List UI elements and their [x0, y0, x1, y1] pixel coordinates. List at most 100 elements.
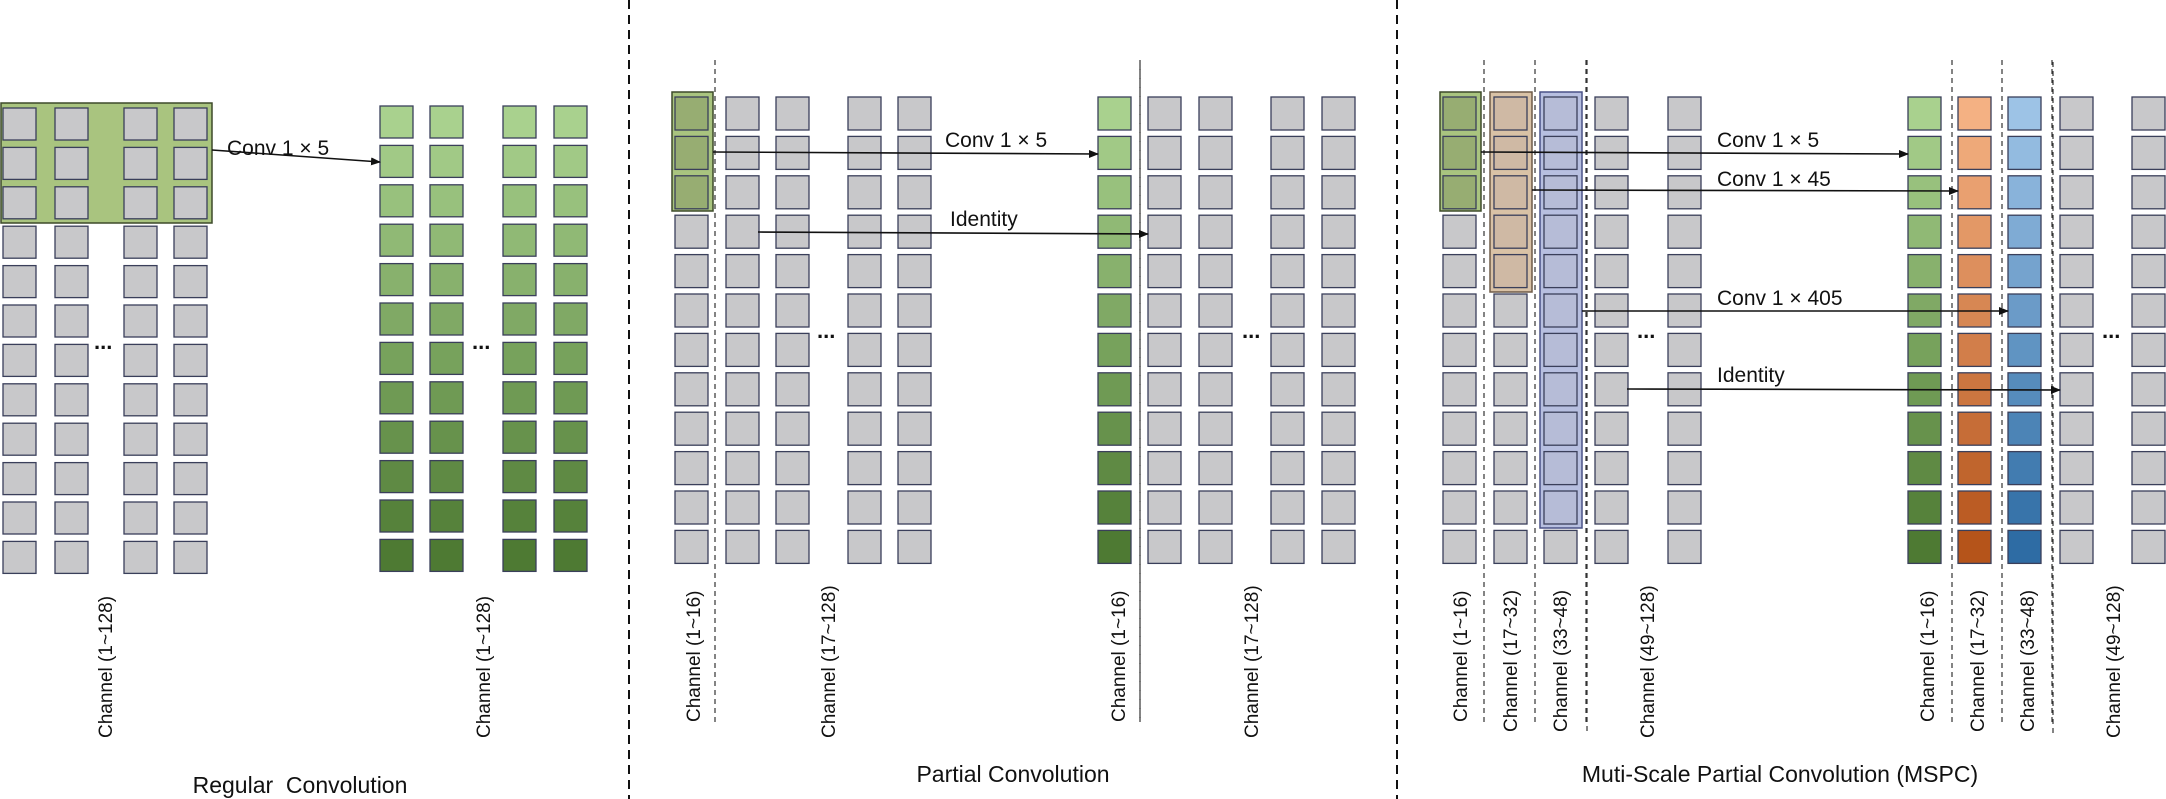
channel-cell — [1667, 450, 1702, 486]
column-label: Channel (1~16) — [684, 590, 705, 722]
channel-cell — [1493, 253, 1528, 289]
channel-cell — [1198, 450, 1233, 486]
channel-cell — [2131, 411, 2166, 446]
channel-cell — [1198, 372, 1233, 407]
channel-cell — [379, 420, 414, 454]
channel-cell — [173, 264, 208, 299]
channel-cell — [1097, 529, 1132, 565]
arrow — [1626, 385, 2061, 394]
channel-cell — [1147, 490, 1182, 525]
channel-cell — [1957, 135, 1992, 171]
channel-cell — [1147, 253, 1182, 289]
channel-cell — [379, 302, 414, 336]
channel-cell — [1270, 96, 1305, 131]
channel-cell — [2, 383, 37, 417]
channel-cell — [1543, 372, 1578, 407]
channel-cell — [1543, 96, 1578, 131]
channel-cell — [1493, 450, 1528, 486]
channel-cell — [173, 304, 208, 338]
channel-cell — [2, 304, 37, 338]
channel-cell — [1957, 411, 1992, 446]
channel-cell — [1097, 293, 1132, 328]
channel-cell — [2, 146, 37, 181]
channel-cell — [2131, 529, 2166, 565]
channel-cell — [2131, 135, 2166, 171]
channel-cell — [1667, 96, 1702, 131]
channel-cell — [502, 262, 537, 297]
channel-cell — [2007, 253, 2042, 289]
channel-cell — [1147, 293, 1182, 328]
channel-cell — [1493, 372, 1528, 407]
channel-cell — [1097, 450, 1132, 486]
channel-cell — [173, 146, 208, 181]
channel-cell — [1493, 214, 1528, 249]
channel-cell — [54, 343, 89, 378]
channel-cell — [1321, 372, 1356, 407]
channel-cell — [1321, 411, 1356, 446]
channel-cell — [54, 264, 89, 299]
channel-cell — [123, 461, 158, 496]
channel-cell — [897, 332, 932, 368]
channel-cell — [54, 304, 89, 338]
channel-cell — [725, 490, 760, 525]
channel-cell — [1442, 175, 1477, 210]
channel-cell — [1957, 96, 1992, 131]
channel-cell — [1594, 490, 1629, 525]
channel-cell — [1442, 529, 1477, 565]
channel-cell — [1097, 175, 1132, 210]
channel-cell — [379, 459, 414, 494]
ellipsis: ... — [94, 329, 112, 354]
channel-cell — [502, 459, 537, 494]
channel-cell — [553, 538, 588, 573]
channel-cell — [1493, 411, 1528, 446]
channel-cell — [1147, 175, 1182, 210]
channel-cell — [1957, 529, 1992, 565]
channel-cell — [1321, 135, 1356, 171]
channel-cell — [123, 422, 158, 456]
channel-cell — [123, 107, 158, 141]
channel-cell — [725, 450, 760, 486]
ellipsis: ... — [817, 318, 835, 343]
channel-cell — [2059, 175, 2094, 210]
channel-cell — [1097, 372, 1132, 407]
channel-cell — [1198, 175, 1233, 210]
channel-cell — [1442, 293, 1477, 328]
channel-cell — [2059, 411, 2094, 446]
channel-cell — [1594, 332, 1629, 368]
channel-cell — [847, 372, 882, 407]
channel-cell — [123, 225, 158, 259]
channel-cell — [1493, 529, 1528, 565]
channel-cell — [674, 175, 709, 210]
channel-cell — [1957, 214, 1992, 249]
channel-cell — [2131, 253, 2166, 289]
channel-cell — [429, 223, 464, 257]
channel-cell — [173, 383, 208, 417]
channel-cell — [553, 144, 588, 179]
channel-cell — [674, 411, 709, 446]
channel-cell — [775, 490, 810, 525]
column-label: Channel (17~32) — [1968, 590, 1989, 732]
channel-cell — [54, 383, 89, 417]
channel-cell — [2131, 490, 2166, 525]
channel-cell — [1198, 214, 1233, 249]
channel-cell — [1907, 175, 1942, 210]
channel-cell — [1321, 253, 1356, 289]
ellipsis: ... — [1637, 318, 1655, 343]
channel-cell — [502, 341, 537, 376]
channel-cell — [429, 144, 464, 179]
channel-cell — [1442, 253, 1477, 289]
channel-cell — [1493, 490, 1528, 525]
channel-cell — [1321, 214, 1356, 249]
channel-cell — [502, 105, 537, 139]
channel-cell — [54, 186, 89, 220]
channel-cell — [1543, 332, 1578, 368]
channel-cell — [1147, 450, 1182, 486]
op-label: Conv 1 × 405 — [1717, 287, 1843, 310]
channel-cell — [1270, 293, 1305, 328]
column-label: Channel (1~16) — [1109, 590, 1130, 722]
channel-cell — [173, 540, 208, 575]
arrow — [1531, 186, 1959, 195]
channel-cell — [674, 135, 709, 171]
channel-cell — [2131, 214, 2166, 249]
column-label: Channel (17~128) — [819, 585, 840, 738]
